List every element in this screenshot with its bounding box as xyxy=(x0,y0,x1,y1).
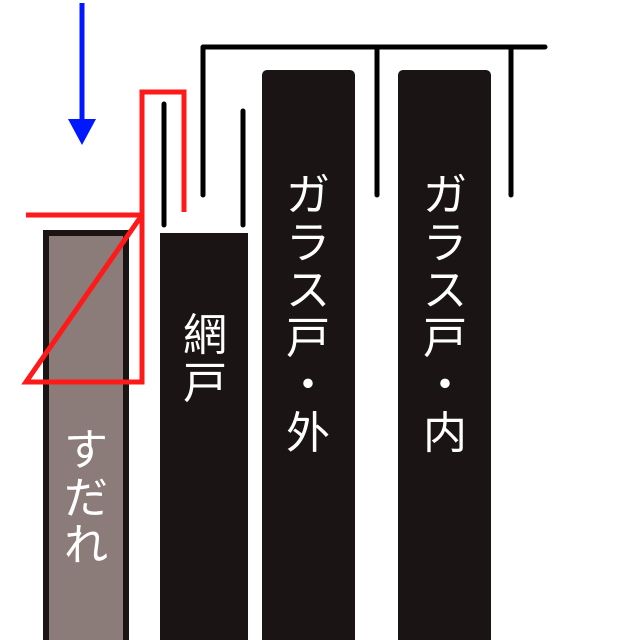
amido-panel xyxy=(160,233,248,640)
glass-outer-panel xyxy=(262,70,355,640)
glass-inner-panel xyxy=(398,70,491,640)
glass-inner-label: ガ ラ ス 戸 ・ 内 xyxy=(423,170,467,459)
highlight-outline xyxy=(21,89,187,385)
sudare-label: す だ れ xyxy=(64,425,108,572)
top-rail xyxy=(200,44,548,198)
glass-outer-label: ガ ラ ス 戸 ・ 外 xyxy=(286,170,330,459)
down-arrow-icon xyxy=(68,3,96,145)
rail-frame xyxy=(161,44,548,228)
amido-label: 網 戸 xyxy=(183,310,227,409)
sudare-panel xyxy=(43,230,129,640)
